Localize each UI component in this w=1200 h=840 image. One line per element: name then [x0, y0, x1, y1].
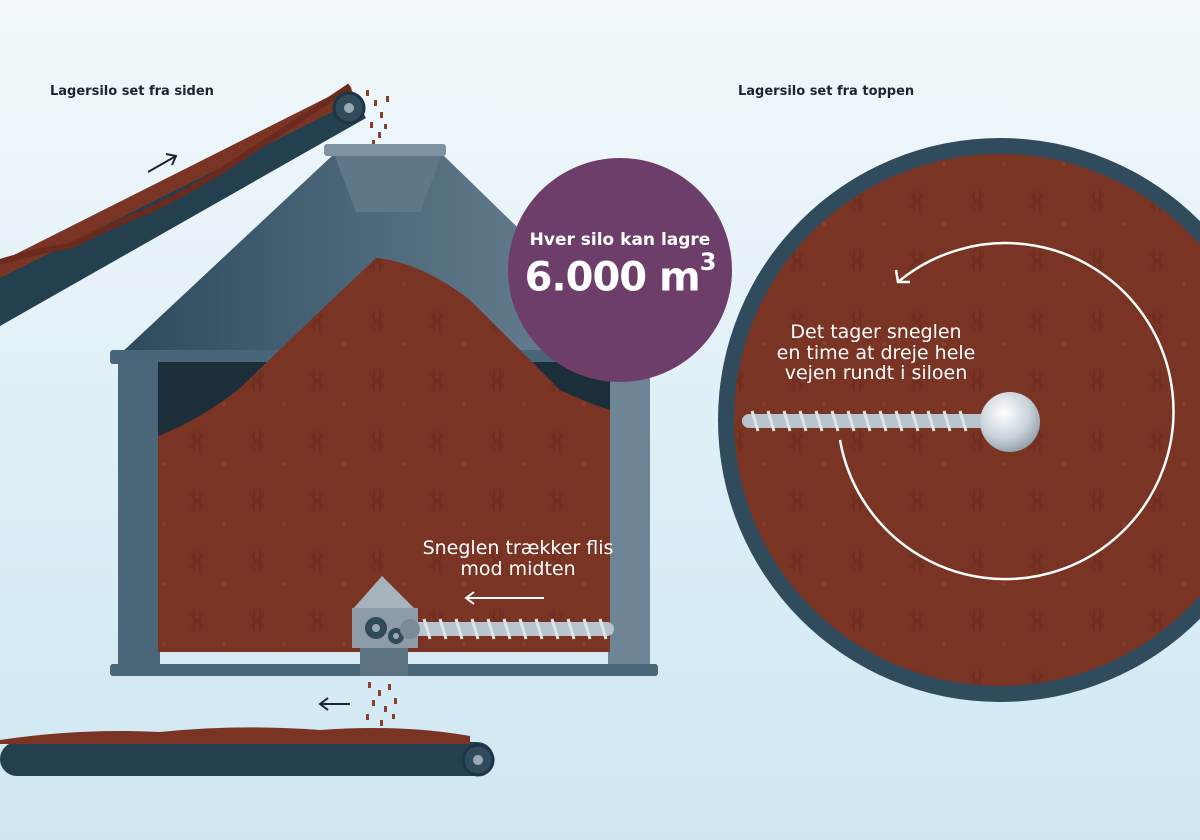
auger-flight: [566, 618, 576, 640]
capacity-number: 6.000 m: [524, 254, 701, 301]
auger-flight: [750, 410, 760, 432]
auger-flight: [958, 410, 968, 432]
auger-flight: [518, 618, 528, 640]
top-label-line-1: Det tager sneglen: [790, 321, 962, 343]
side-label-line-1: Sneglen trækker flis: [422, 537, 614, 559]
arrow-left-icon: [318, 697, 350, 711]
side-label-line-2: mod midten: [460, 557, 576, 580]
auger-flight: [766, 410, 776, 432]
auger-flight: [598, 618, 608, 640]
top-auger-label: Det tager sneglen en time at dreje hele …: [758, 322, 994, 384]
side-view-heading: Lagersilo set fra siden: [50, 84, 214, 99]
circular-arrow-icon: [838, 241, 1175, 581]
auger-flight: [862, 410, 872, 432]
auger-hub-icon: [980, 392, 1040, 452]
auger-flight: [470, 618, 480, 640]
auger-flight: [830, 410, 840, 432]
auger-icon: [742, 414, 1004, 428]
infeed-conveyor: [0, 83, 366, 326]
side-auger-label: Sneglen trækker flis mod midten: [398, 538, 638, 579]
falling-chips-bottom: [366, 682, 397, 726]
auger-flight: [550, 618, 560, 640]
auger-icon: [400, 618, 614, 640]
top-view-heading: Lagersilo set fra toppen: [738, 84, 915, 99]
auger-flight: [814, 410, 824, 432]
falling-chips-top: [366, 90, 389, 145]
auger-flight: [534, 618, 544, 640]
capacity-label: Hver silo kan lagre: [529, 230, 711, 250]
arrow-left-icon: [464, 591, 544, 605]
auger-flight: [846, 410, 856, 432]
auger-flight: [926, 410, 936, 432]
auger-flight: [942, 410, 952, 432]
auger-flight: [422, 618, 432, 640]
silo-top-view: [718, 138, 1200, 702]
capacity-badge: Hver silo kan lagre 6.000 m3: [508, 158, 732, 382]
arrow-up-right-icon: [147, 153, 178, 173]
capacity-value: 6.000 m3: [508, 248, 732, 301]
auger-flight: [486, 618, 496, 640]
auger-flight: [782, 410, 792, 432]
auger-flight: [878, 410, 888, 432]
auger-flight: [910, 410, 920, 432]
auger-flight: [438, 618, 448, 640]
outfeed-conveyor: [0, 727, 495, 777]
auger-flight: [454, 618, 464, 640]
capacity-unit-superscript: 3: [699, 248, 717, 276]
auger-flight: [798, 410, 808, 432]
top-label-line-2: en time at dreje hele: [776, 341, 976, 364]
auger-flight: [894, 410, 904, 432]
auger-flight: [582, 618, 592, 640]
top-label-line-3: vejen rundt i siloen: [784, 362, 968, 385]
auger-flight: [502, 618, 512, 640]
gear-icon: [365, 617, 404, 644]
